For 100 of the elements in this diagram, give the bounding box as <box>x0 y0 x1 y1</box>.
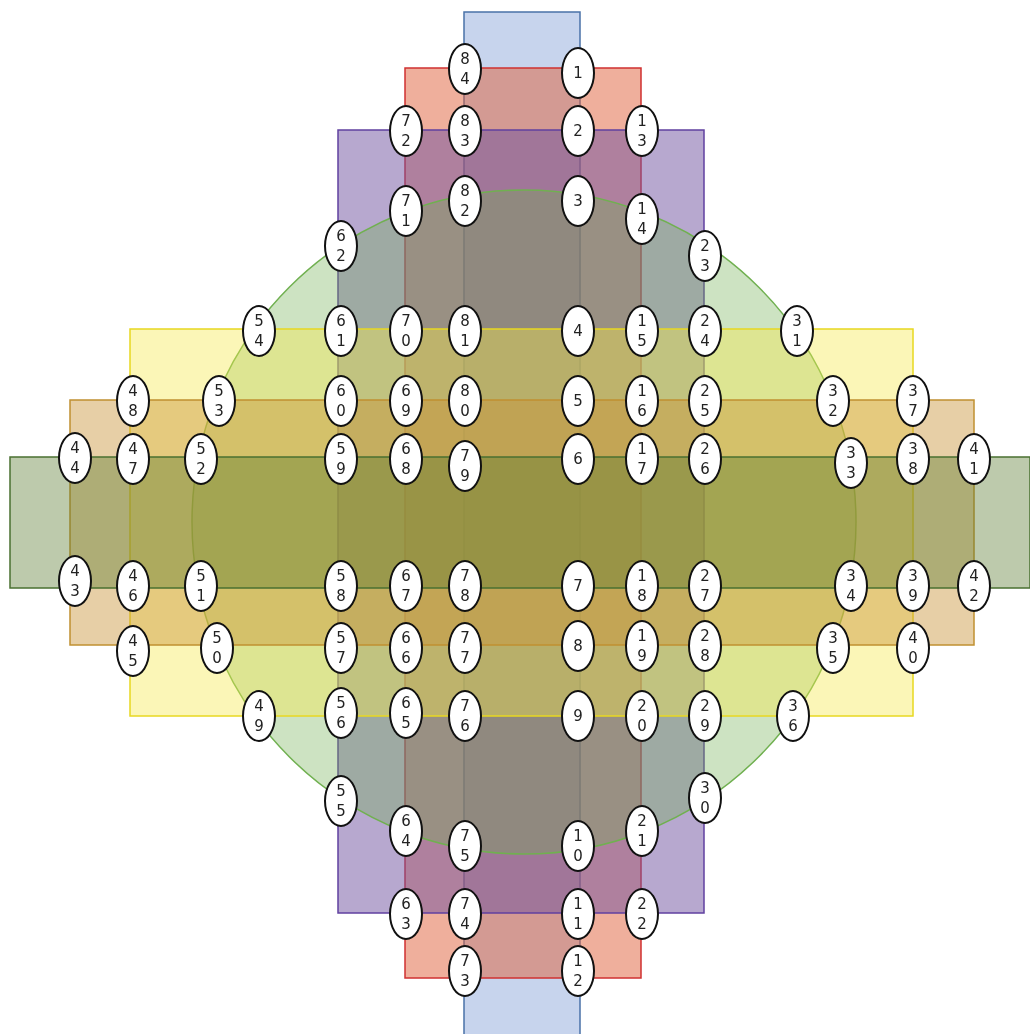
oval-number: 41 <box>969 439 979 479</box>
number-oval <box>957 433 991 485</box>
number-oval <box>561 620 595 672</box>
oval-number: 25 <box>700 381 710 421</box>
oval-number: 4 <box>573 321 583 341</box>
number-oval <box>242 690 276 742</box>
oval-number: 48 <box>128 381 138 421</box>
number-oval <box>561 375 595 427</box>
oval-number: 57 <box>336 628 346 668</box>
oval-number: 9 <box>573 706 583 726</box>
oval-number: 30 <box>700 778 710 818</box>
number-oval <box>776 690 810 742</box>
number-oval <box>561 560 595 612</box>
oval-number: 28 <box>700 626 710 666</box>
number-oval <box>834 560 868 612</box>
oval-number: 75 <box>460 826 470 866</box>
number-oval <box>448 175 482 227</box>
oval-number: 14 <box>637 199 647 239</box>
number-oval <box>324 220 358 272</box>
number-oval <box>389 560 423 612</box>
number-oval <box>389 622 423 674</box>
number-oval <box>688 772 722 824</box>
number-oval <box>625 888 659 940</box>
number-oval <box>625 805 659 857</box>
oval-number: 20 <box>637 696 647 736</box>
number-oval <box>242 305 276 357</box>
number-oval <box>448 888 482 940</box>
number-oval <box>448 440 482 492</box>
oval-number: 84 <box>460 49 470 89</box>
number-oval <box>561 105 595 157</box>
oval-number: 56 <box>336 693 346 733</box>
number-oval <box>389 433 423 485</box>
oval-number: 52 <box>196 439 206 479</box>
number-oval <box>896 560 930 612</box>
number-oval <box>896 375 930 427</box>
number-oval <box>324 622 358 674</box>
number-oval <box>625 375 659 427</box>
oval-number: 3 <box>573 191 583 211</box>
number-oval <box>561 305 595 357</box>
number-oval <box>780 305 814 357</box>
number-oval <box>561 888 595 940</box>
number-oval <box>58 432 92 484</box>
number-oval <box>688 305 722 357</box>
oval-number: 24 <box>700 311 710 351</box>
oval-number: 21 <box>637 811 647 851</box>
oval-number: 79 <box>460 446 470 486</box>
number-oval <box>448 43 482 95</box>
oval-number: 36 <box>788 696 798 736</box>
number-oval <box>688 560 722 612</box>
number-oval <box>688 230 722 282</box>
number-oval <box>389 375 423 427</box>
number-oval <box>561 690 595 742</box>
oval-number: 13 <box>637 111 647 151</box>
number-oval <box>389 105 423 157</box>
oval-number: 45 <box>128 631 138 671</box>
oval-number: 8 <box>573 636 583 656</box>
number-oval <box>688 433 722 485</box>
oval-number: 16 <box>637 381 647 421</box>
oval-number: 31 <box>792 311 802 351</box>
oval-number: 63 <box>401 894 411 934</box>
oval-number: 34 <box>846 566 856 606</box>
oval-number: 71 <box>401 191 411 231</box>
number-oval <box>625 193 659 245</box>
number-oval <box>625 690 659 742</box>
oval-number: 46 <box>128 566 138 606</box>
oval-number: 83 <box>460 111 470 151</box>
oval-number: 2 <box>573 121 583 141</box>
oval-number: 27 <box>700 566 710 606</box>
oval-number: 58 <box>336 566 346 606</box>
number-oval <box>561 47 595 99</box>
oval-number: 50 <box>212 628 222 668</box>
oval-number: 61 <box>336 311 346 351</box>
oval-number: 66 <box>401 628 411 668</box>
oval-number: 37 <box>908 381 918 421</box>
oval-number: 73 <box>460 951 470 991</box>
oval-number: 70 <box>401 311 411 351</box>
number-oval <box>324 775 358 827</box>
oval-number: 49 <box>254 696 264 736</box>
number-oval <box>561 945 595 997</box>
number-oval <box>688 690 722 742</box>
number-oval <box>625 560 659 612</box>
number-oval <box>448 945 482 997</box>
oval-number: 35 <box>828 628 838 668</box>
oval-number: 81 <box>460 311 470 351</box>
number-oval <box>625 305 659 357</box>
number-oval <box>116 625 150 677</box>
oval-number: 78 <box>460 566 470 606</box>
oval-number: 40 <box>908 628 918 668</box>
number-oval <box>688 620 722 672</box>
number-oval <box>448 560 482 612</box>
oval-number: 68 <box>401 439 411 479</box>
oval-number: 39 <box>908 566 918 606</box>
oval-number: 80 <box>460 381 470 421</box>
number-oval <box>625 105 659 157</box>
oval-number: 18 <box>637 566 647 606</box>
oval-number: 74 <box>460 894 470 934</box>
number-oval <box>834 437 868 489</box>
number-oval <box>448 375 482 427</box>
oval-number: 42 <box>969 566 979 606</box>
oval-number: 17 <box>637 439 647 479</box>
